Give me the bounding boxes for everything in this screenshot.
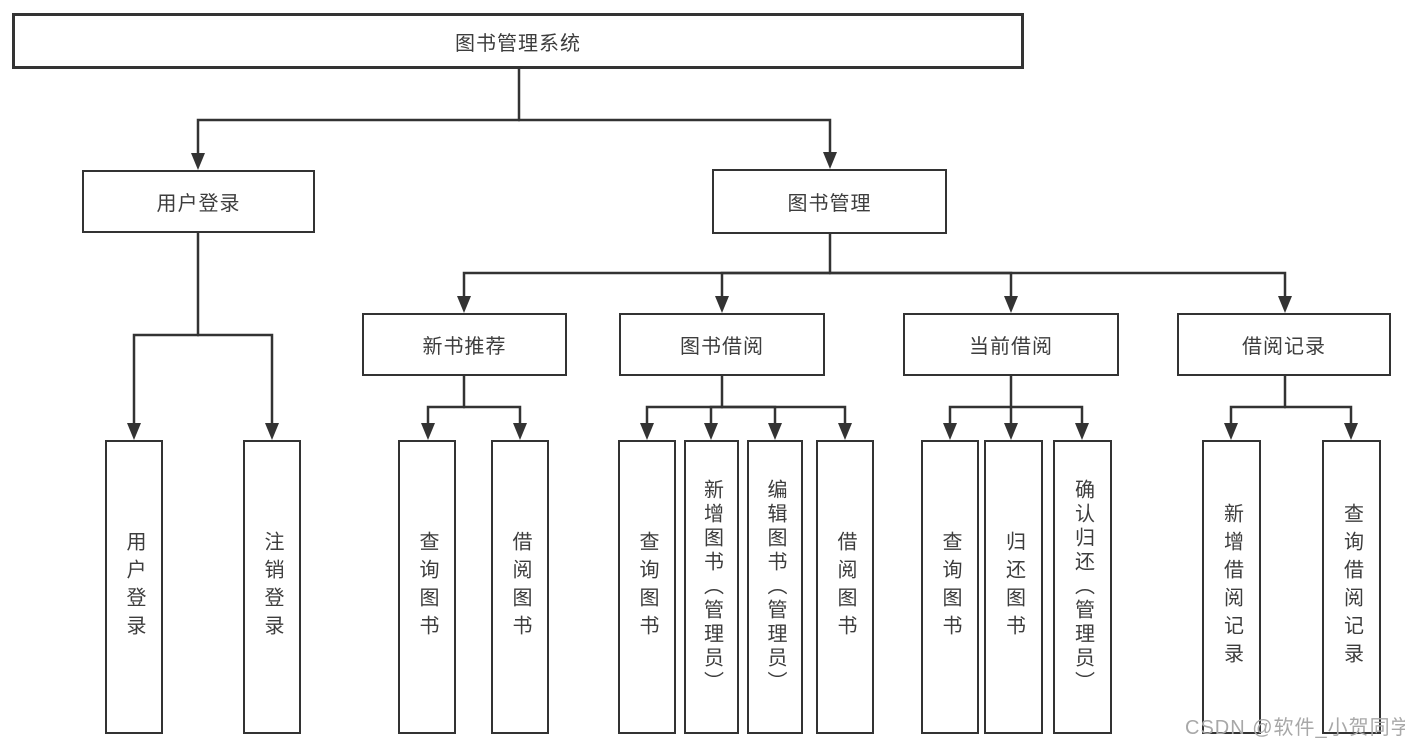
- leaf-add-borrow-record: 新增借阅记录: [1202, 440, 1261, 734]
- node-borrow-records: 借阅记录: [1177, 313, 1391, 376]
- node-label: 当前借阅: [969, 336, 1053, 358]
- leaf-edit-book-admin: 编辑图书（管理员）: [747, 440, 803, 734]
- node-new-book-recommend: 新书推荐: [362, 313, 567, 376]
- leaf-label: 确认归还（管理员）: [1071, 479, 1094, 695]
- leaf-query-book-current: 查询图书: [921, 440, 979, 734]
- leaf-confirm-return-admin: 确认归还（管理员）: [1053, 440, 1112, 734]
- leaf-label: 注销登录: [261, 531, 283, 643]
- leaf-user-login: 用户登录: [105, 440, 163, 734]
- node-label: 新书推荐: [422, 336, 507, 358]
- leaf-label: 借阅图书: [834, 531, 856, 643]
- leaf-borrow-book-recommend: 借阅图书: [491, 440, 549, 734]
- leaf-label: 查询图书: [636, 531, 658, 643]
- leaf-label: 借阅图书: [509, 531, 531, 643]
- node-root-library-system: 图书管理系统: [12, 13, 1024, 69]
- leaf-query-book-recommend: 查询图书: [398, 440, 456, 734]
- leaf-query-book-borrow: 查询图书: [618, 440, 676, 734]
- node-user-login: 用户登录: [82, 170, 315, 233]
- leaf-label: 新增借阅记录: [1220, 503, 1243, 671]
- leaf-label: 用户登录: [123, 531, 145, 643]
- node-book-management: 图书管理: [712, 169, 947, 234]
- leaf-label: 归还图书: [1002, 531, 1025, 643]
- leaf-query-borrow-record: 查询借阅记录: [1322, 440, 1381, 734]
- node-book-borrow: 图书借阅: [619, 313, 825, 376]
- leaf-borrow-book: 借阅图书: [816, 440, 874, 734]
- leaf-label: 查询图书: [939, 531, 961, 643]
- leaf-label: 编辑图书（管理员）: [764, 479, 786, 695]
- leaf-return-book: 归还图书: [984, 440, 1043, 734]
- node-label: 用户登录: [156, 193, 241, 215]
- node-label: 图书借阅: [680, 336, 764, 358]
- leaf-label: 查询借阅记录: [1340, 503, 1363, 671]
- node-label: 图书管理系统: [455, 32, 581, 55]
- node-current-borrow: 当前借阅: [903, 313, 1119, 376]
- leaf-label: 查询图书: [416, 531, 438, 643]
- leaf-add-book-admin: 新增图书（管理员）: [684, 440, 739, 734]
- leaf-label: 新增图书（管理员）: [700, 479, 723, 695]
- leaf-logout: 注销登录: [243, 440, 301, 734]
- node-label: 图书管理: [787, 193, 872, 215]
- node-label: 借阅记录: [1242, 336, 1326, 358]
- csdn-watermark: CSDN @软件_小贺同学: [1185, 717, 1405, 739]
